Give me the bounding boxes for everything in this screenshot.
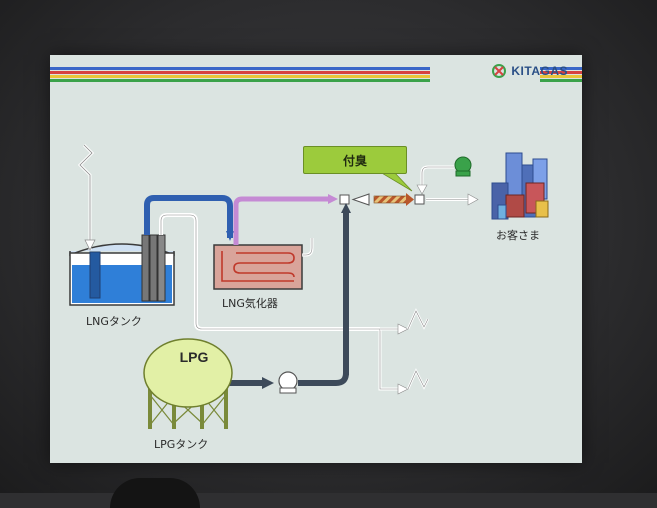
vapor-pipe	[233, 196, 330, 245]
pump-icon	[278, 371, 298, 394]
lpg-sphere-label: LPG	[179, 349, 209, 365]
brand-name: KITAGAS	[511, 64, 568, 78]
customers-label: お客さま	[496, 229, 540, 242]
lng-tank-label: LNGタンク	[86, 315, 142, 328]
kitagas-logo-icon	[492, 64, 507, 78]
lpg-tank	[143, 338, 233, 429]
lng-vaporizer-label: LNG気化器	[222, 297, 278, 310]
odorizing-callout: 付臭	[303, 146, 407, 174]
odorant-injection-node	[414, 194, 425, 205]
mixing-node	[339, 194, 350, 205]
brand: KITAGAS	[491, 64, 568, 78]
pump-icon	[454, 156, 472, 177]
lng-pipe	[144, 195, 233, 238]
presentation-slide: KITAGAS 付臭 LPG LNGタンク LNG気化器 LPGタンク お客さま	[50, 55, 582, 463]
lpg-tank-label: LPGタンク	[154, 438, 209, 451]
process-diagram	[50, 67, 582, 429]
city-buildings-icon	[491, 152, 549, 220]
lng-vaporizer	[213, 238, 314, 290]
lng-inlet	[77, 143, 96, 251]
lng-tank	[69, 234, 175, 306]
check-valve-icon	[351, 193, 370, 206]
header-stripes	[50, 67, 582, 82]
odorant-line	[373, 195, 409, 204]
audience-head-silhouette	[110, 478, 200, 508]
